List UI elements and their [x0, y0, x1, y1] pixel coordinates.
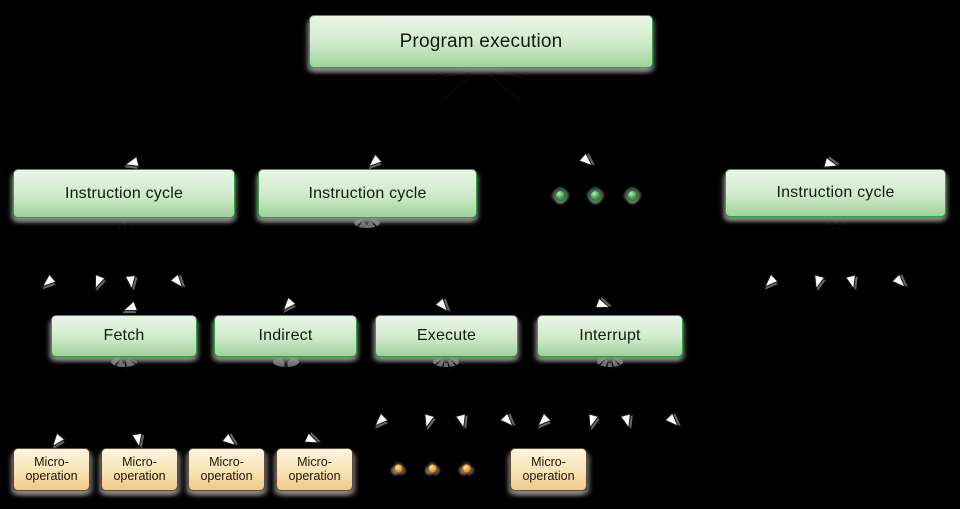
arrowhead-tip — [169, 273, 184, 289]
arrowhead-icon — [499, 412, 516, 428]
connector-line — [441, 66, 482, 102]
green-dot-icon — [590, 190, 601, 201]
green-dot-icon — [555, 190, 566, 201]
arrowhead-icon — [131, 432, 145, 449]
arrowhead-icon — [454, 413, 468, 430]
interrupt-label: Interrupt — [579, 327, 641, 344]
program-execution-label: Program execution — [399, 30, 563, 52]
micro-operation-label-line1: Micro- — [34, 455, 69, 469]
arrowhead-tip — [221, 432, 237, 447]
connector-line — [480, 66, 532, 82]
arrowhead-icon — [51, 432, 66, 450]
execute-label: Execute — [416, 327, 477, 344]
arrowhead-tip — [454, 413, 466, 430]
micro-operation-box-4: Micro- operation — [276, 448, 353, 491]
micro-operation-label-line2: operation — [200, 468, 253, 483]
instruction-cycle-label: Instruction cycle — [308, 184, 427, 202]
arrowhead-icon — [41, 273, 57, 290]
arrowhead-icon — [814, 274, 826, 292]
arrowhead-icon — [823, 156, 841, 168]
micro-operation-label-line2: operation — [113, 468, 166, 483]
arrowhead-icon — [282, 296, 297, 314]
green-dot-icon — [627, 190, 638, 201]
arrowhead-tip — [41, 273, 57, 288]
arrowhead-tip — [619, 413, 631, 430]
micro-operation-label-line2: operation — [288, 468, 341, 483]
instruction-cycle-label: Instruction cycle — [776, 184, 895, 201]
indirect-label: Indirect — [258, 327, 313, 344]
arrowhead-icon — [124, 274, 138, 291]
arrowhead-icon — [844, 274, 858, 291]
instruction-cycle-label: Instruction cycle — [64, 184, 184, 202]
arrowhead-tip — [763, 273, 779, 288]
arrowhead-tip — [814, 274, 826, 291]
arrowhead-icon — [434, 297, 451, 313]
arrowhead-icon — [588, 413, 600, 431]
arrowhead-icon — [122, 300, 139, 314]
arrowhead-tip — [124, 274, 137, 291]
instruction-cycle-box-2: Instruction cycle — [258, 169, 477, 218]
micro-operation-label-line2: operation — [522, 468, 575, 483]
execute-box: Execute — [375, 315, 518, 357]
instruction-cycle-box-3: Instruction cycle — [725, 169, 946, 217]
micro-operation-label-line2: operation — [25, 468, 78, 483]
arrowhead-icon — [664, 412, 681, 428]
instruction-cycle-box-1: Instruction cycle — [13, 169, 235, 218]
orange-dot-icon — [394, 464, 403, 473]
connector-line — [480, 66, 521, 102]
micro-operation-label-line1: Micro- — [531, 455, 566, 469]
arrowhead-tip — [51, 432, 66, 448]
arrowhead-tip — [123, 155, 140, 167]
micro-operation-box-1: Micro- operation — [13, 448, 90, 491]
arrowhead-tip — [664, 412, 679, 428]
arrowhead-tip — [131, 432, 143, 449]
arrowhead-tip — [303, 432, 320, 444]
arrowhead-tip — [499, 412, 514, 428]
arrowhead-tip — [823, 156, 840, 168]
arrowhead-icon — [891, 273, 908, 288]
orange-dot-icon — [462, 464, 471, 473]
interrupt-box: Interrupt — [537, 315, 683, 357]
arrowhead-tip — [373, 412, 389, 427]
micro-operation-label-line1: Micro- — [122, 455, 157, 469]
arrowhead-tip — [588, 413, 600, 430]
arrowhead-icon — [303, 431, 322, 444]
arrowhead-tip — [536, 412, 552, 427]
arrowhead-icon — [763, 273, 779, 290]
arrowhead-tip — [94, 273, 106, 290]
arrowhead-tip — [122, 300, 139, 312]
arrowhead-icon — [123, 155, 140, 169]
connector-line — [430, 66, 482, 82]
micro-operation-box-5: Micro- operation — [510, 448, 587, 491]
fetch-box: Fetch — [51, 315, 197, 357]
arrowhead-icon — [578, 152, 596, 167]
arrowhead-tip — [434, 297, 449, 313]
arrowhead-tip — [844, 274, 856, 291]
fetch-label: Fetch — [103, 327, 145, 344]
arrowhead-icon — [169, 273, 186, 289]
micro-operation-box-2: Micro- operation — [101, 448, 178, 491]
arrowhead-tip — [424, 413, 436, 430]
arrowhead-icon — [94, 273, 106, 292]
arrowhead-icon — [619, 413, 633, 430]
micro-operation-label-line1: Micro- — [297, 455, 332, 469]
arrowhead-tip — [578, 152, 594, 167]
arrowhead-tip — [891, 273, 906, 288]
arrowhead-tip — [367, 153, 383, 168]
arrowhead-icon — [367, 153, 383, 170]
program-execution-box: Program execution — [309, 15, 653, 68]
indirect-box: Indirect — [214, 315, 357, 357]
orange-dot-icon — [428, 464, 437, 473]
arrowhead-icon — [594, 297, 613, 309]
micro-operation-box-3: Micro- operation — [188, 448, 265, 491]
micro-operation-label-line1: Micro- — [209, 455, 244, 469]
arrowhead-icon — [221, 432, 239, 447]
arrowhead-tip — [594, 297, 611, 309]
arrowhead-icon — [424, 413, 436, 431]
arrowhead-icon — [373, 412, 389, 429]
arrowhead-icon — [536, 412, 552, 429]
arrowhead-tip — [282, 296, 297, 312]
